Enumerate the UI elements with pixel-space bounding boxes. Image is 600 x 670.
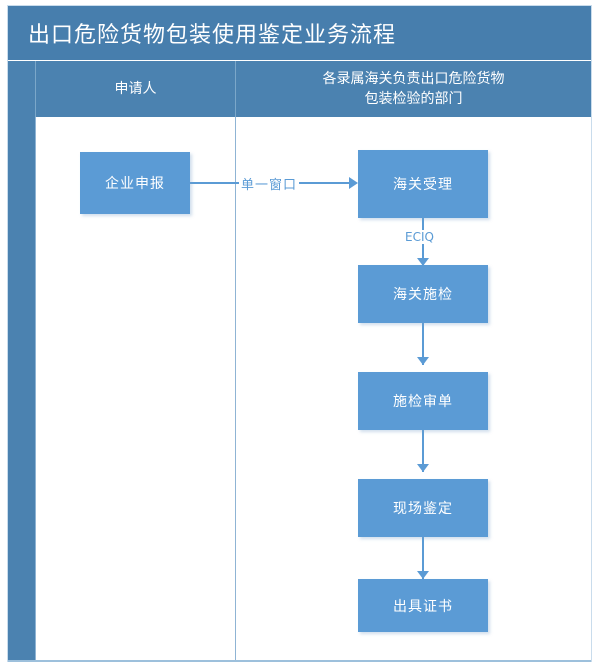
node-customs-inspection[interactable]: 海关施检: [358, 265, 488, 323]
lane-divider-2: [235, 117, 236, 660]
connector-appraisal-to-certificate: [422, 537, 424, 579]
column-header-customs-dept: 各录属海关负责出口危险货物 包装检验的部门: [235, 61, 591, 117]
arrowhead-review-to-appraisal: [417, 464, 429, 472]
node-enterprise-declaration[interactable]: 企业申报: [80, 152, 190, 214]
arrowhead-acceptance-to-inspection: [417, 258, 429, 266]
node-customs-acceptance[interactable]: 海关受理: [358, 150, 488, 218]
lane-divider-1: [35, 117, 36, 660]
column-header-bar: 申请人 各录属海关负责出口危险货物 包装检验的部门: [8, 61, 591, 117]
connector-inspection-to-review: [422, 323, 424, 365]
connector-review-to-appraisal: [422, 430, 424, 472]
arrowhead-appraisal-to-certificate: [417, 571, 429, 579]
arrowhead-inspection-to-review: [417, 357, 429, 365]
edge-label-single-window: 单一窗口: [239, 174, 300, 193]
column-header-applicant-label: 申请人: [114, 80, 157, 97]
lane-bottom-border: [8, 660, 591, 662]
node-inspection-document-review-label: 施检审单: [393, 394, 453, 410]
column-header-customs-dept-line2: 包装检验的部门: [364, 91, 463, 107]
node-on-site-appraisal-label: 现场鉴定: [393, 501, 453, 517]
column-header-customs-dept-line1: 各录属海关负责出口危险货物: [322, 70, 505, 87]
page-title: 出口危险货物包装使用鉴定业务流程: [28, 23, 397, 48]
lane-left-strip: [8, 117, 35, 660]
node-issue-certificate-label: 出具证书: [393, 598, 453, 615]
node-on-site-appraisal[interactable]: 现场鉴定: [358, 479, 488, 537]
node-customs-inspection-label: 海关施检: [393, 287, 453, 303]
diagram-title-bar: 出口危险货物包装使用鉴定业务流程: [8, 6, 591, 60]
node-issue-certificate[interactable]: 出具证书: [358, 579, 488, 632]
node-customs-acceptance-label: 海关受理: [393, 177, 453, 193]
edge-label-eciq: ECIQ: [403, 230, 436, 244]
node-enterprise-declaration-label: 企业申报: [105, 176, 165, 192]
arrowhead-declaration-to-acceptance: [349, 177, 358, 189]
column-header-applicant: 申请人: [35, 61, 235, 117]
column-header-customs-dept-label: 各录属海关负责出口危险货物 包装检验的部门: [323, 69, 505, 110]
node-inspection-document-review[interactable]: 施检审单: [358, 372, 488, 430]
